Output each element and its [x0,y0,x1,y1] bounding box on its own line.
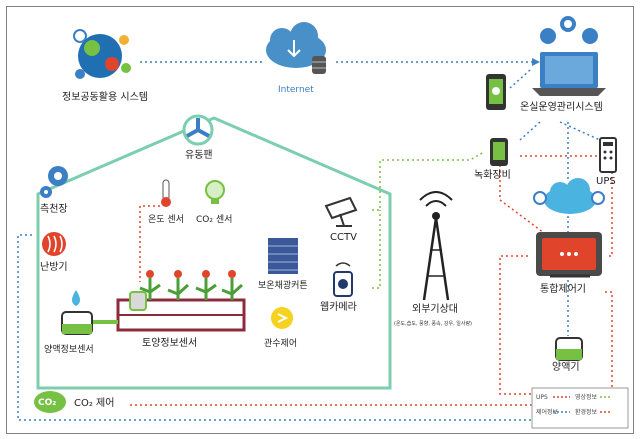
label-nutrient-device: 양액기 [552,362,580,373]
label-co2-badge: CO₂ [38,398,57,408]
irrigation-icon [271,307,293,329]
soil-probe-icon [129,291,147,311]
label-co2-control: CO₂ 제어 [74,398,115,409]
nutrient-device-icon [555,337,583,361]
label-internet: Internet [278,85,314,95]
info-system-icon [73,29,131,79]
legend-env-info: 환경정보 [575,409,598,416]
link-system-ups [559,121,601,141]
label-cctv: CCTV [330,232,357,243]
nutrient-sensor-icon [61,290,93,335]
label-weather-station: 측천장 [40,204,68,215]
link-heater-left [17,234,628,421]
gear-icon [40,166,68,198]
label-irrigation-control: 관수제어 [264,339,298,349]
label-external-weather-sub: (온도,습도, 풍향, 풍속, 강우, 일사량) [394,321,473,327]
legend-control-info: 제어정보 [536,409,559,416]
legend-box [531,387,629,429]
smartphone-icon [486,74,506,110]
webcam-icon [333,262,353,297]
heater-icon [42,232,66,256]
legend-ups: UPS [536,394,548,401]
label-heater: 난방기 [40,262,68,273]
label-temp-sensor: 온도 센서 [148,215,184,225]
weather-tower-icon [419,191,453,301]
curtain-icon [268,238,298,274]
label-greenhouse-system: 온실운영관리시스템 [520,102,603,113]
link-system-recorder [519,121,541,141]
fan-icon [182,114,214,146]
link-webcam-recorder [372,210,381,289]
ups-icon [599,137,617,173]
label-insulation-curtain: 보온채광커튼 [258,281,308,291]
cctv-icon [324,196,358,227]
link-temp-soil [139,205,160,282]
plant-icons [139,270,244,300]
laptop-icon [532,16,606,96]
label-soil-sensor: 토양정보센서 [142,338,198,349]
label-webcam: 웹카메라 [320,302,357,313]
arrow-right-icon [532,58,540,66]
link-recorder-controller [499,160,549,237]
co2-badge-icon [34,391,66,413]
recorder-icon [490,138,508,166]
label-co2-sensor: CO₂ 센서 [196,215,233,225]
label-integrated-controller: 통합제어기 [540,284,586,295]
link-house-controller [130,291,613,406]
link-cctv-recorder [372,151,485,211]
controller-icon [536,232,602,278]
thermometer-icon [161,179,171,207]
label-ups: UPS [596,176,616,187]
link-laptop-phone [509,69,531,89]
label-ventilation-fan: 유동팬 [185,150,213,161]
legend-image-info: 영상정보 [575,394,598,401]
co2-sensor-icon [205,180,225,204]
label-nutrient-sensor: 양액정보센서 [44,345,94,355]
label-external-weather: 외부기상대 [412,304,458,315]
internet-cloud-icon [266,22,326,74]
cloud-icon [533,178,605,214]
label-info-system: 정보공동활용 시스템 [62,92,148,103]
label-recorder: 녹화장비 [474,170,511,181]
diagram-frame [6,6,634,434]
